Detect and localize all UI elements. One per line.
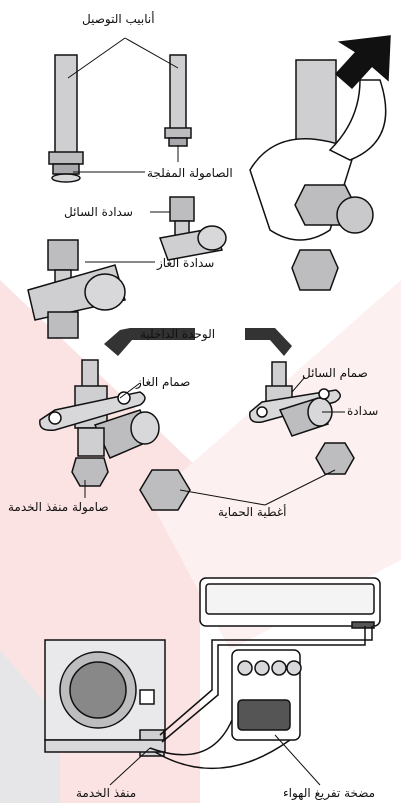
vacuum-pump-leader <box>274 734 321 786</box>
vacuum-pump-drawing <box>231 649 302 741</box>
liquid-valve-small-drawing <box>158 196 227 261</box>
label-gas-valve: صمام الغاز <box>136 375 191 389</box>
refrigerant-hoses <box>149 626 373 770</box>
connection-pipes-drawing <box>48 54 192 183</box>
pink-background-shape-2 <box>150 280 401 650</box>
label-cap: سدادة <box>347 404 379 418</box>
label-indoor-unit: الوحدة الداخلية <box>140 327 216 341</box>
service-port-leader <box>109 747 151 786</box>
gas-valve-small-drawing <box>27 239 126 339</box>
label-flare-nut: الصامولة المفلجة <box>147 166 233 180</box>
label-service-port-nut: صامولة منفذ الخدمة <box>8 500 109 514</box>
label-connection-pipes: أنابيب التوصيل <box>82 12 155 26</box>
wrench-drawing <box>249 35 391 291</box>
label-liquid-cap: سدادة السائل <box>64 205 133 219</box>
gas-valve-assembly-drawing <box>39 359 160 487</box>
label-gas-cap: سدادة الغاز <box>157 256 215 270</box>
label-protective-covers: أغطية الحماية <box>218 505 287 519</box>
gray-background-shape <box>0 650 60 803</box>
label-vacuum-pump: مضخة تفريغ الهواء <box>283 786 376 800</box>
direction-arrow-icon <box>334 35 391 90</box>
indoor-unit-drawing <box>199 577 381 629</box>
protective-covers-drawing <box>139 442 355 511</box>
connection-pipes-leaders <box>67 37 179 173</box>
indoor-unit-arrows <box>104 328 292 356</box>
label-liquid-valve: صمام السائل <box>302 366 368 380</box>
protective-covers-leaders <box>179 469 336 506</box>
outdoor-unit-drawing <box>44 639 166 757</box>
liquid-valve-assembly-drawing <box>249 361 341 437</box>
label-service-port: منفذ الخدمة <box>76 786 137 800</box>
